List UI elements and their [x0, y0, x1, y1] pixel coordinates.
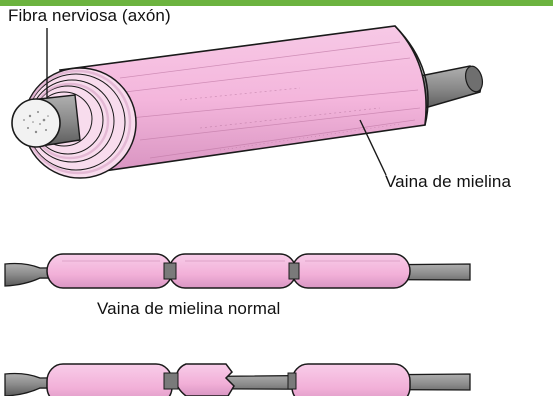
axon-label: Fibra nerviosa (axón) — [8, 6, 171, 26]
myelin-cylinder-illustration — [12, 26, 485, 178]
myelin-segment-1 — [47, 254, 172, 288]
myelin-sheath-label: Vaina de mielina — [385, 172, 511, 192]
axon-cross-section — [12, 99, 60, 147]
myelin-segment-3 — [292, 254, 410, 288]
normal-myelinated-axon — [5, 254, 470, 288]
damaged-segment-1 — [47, 364, 172, 396]
damaged-myelinated-axon — [5, 364, 470, 396]
damaged-segment-torn — [176, 364, 234, 396]
damaged-segment-3 — [292, 364, 410, 396]
myelin-segment-2 — [169, 254, 296, 288]
normal-myelin-label: Vaina de mielina normal — [97, 299, 280, 319]
